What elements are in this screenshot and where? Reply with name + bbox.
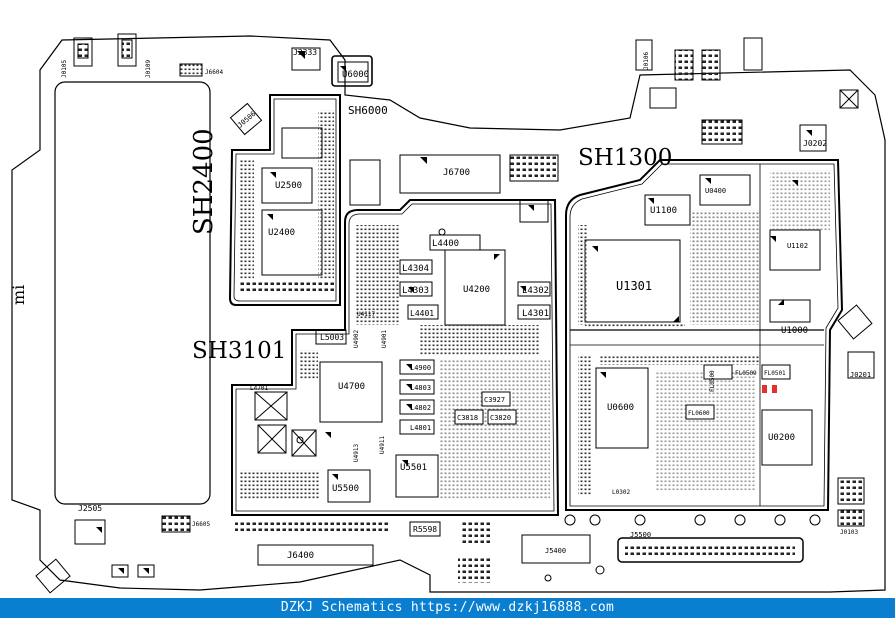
label-fl0509: FL0509 — [735, 370, 757, 377]
label-u5501: U5501 — [400, 463, 427, 473]
chip-u4700 — [319, 361, 383, 423]
chip-u2400 — [261, 209, 323, 276]
label-j2505: J2505 — [78, 504, 102, 513]
label-j6604: J6604 — [205, 69, 223, 76]
label-u1100: U1100 — [650, 206, 677, 216]
label-u6000: U6000 — [342, 70, 369, 80]
label-u0200: U0200 — [768, 433, 795, 443]
label-j0202: J0202 — [803, 139, 827, 148]
label-u1102: U1102 — [787, 242, 808, 250]
label-c3927: C3927 — [484, 396, 505, 404]
label-j0201: J0201 — [850, 371, 871, 379]
shield-label-sh6000: SH6000 — [348, 104, 388, 117]
chip-u6000 — [337, 61, 369, 83]
label-j0106: J0106 — [643, 52, 650, 70]
label-l4900: L4900 — [410, 364, 431, 372]
label-l4304: L4304 — [402, 264, 429, 274]
label-l4301: L4301 — [522, 309, 549, 319]
label-j5500: J5500 — [630, 531, 651, 539]
component-labels: U6000 J2333 J6604 J0105 J0109 J6700 U250… — [61, 48, 871, 561]
display-cutout — [54, 81, 211, 505]
label-l4303: L4303 — [402, 286, 429, 296]
chip-u5500 — [327, 469, 371, 503]
connector-j6400 — [257, 544, 374, 566]
label-j0109: J0109 — [145, 60, 152, 78]
chip-u0400 — [699, 174, 751, 206]
pcb-board-diagram: SH2400 SH1300 SH3101 SH6000 mi U6000 J23… — [9, 33, 886, 594]
label-l4401: L4401 — [410, 309, 434, 318]
label-j0103: J0103 — [840, 529, 858, 536]
connector-j5500 — [617, 537, 804, 563]
shield-label-group: SH2400 SH1300 SH3101 SH6000 — [189, 104, 672, 364]
label-l5003: L5003 — [320, 333, 344, 342]
screw-holes — [296, 228, 821, 582]
label-l4803: L4803 — [410, 384, 431, 392]
label-r5598: R5598 — [413, 525, 437, 534]
chip-u0600 — [595, 367, 649, 449]
label-c3820: C3820 — [490, 414, 511, 422]
label-u2400: U2400 — [268, 228, 295, 238]
shield-label-sh1300: SH1300 — [578, 145, 672, 171]
shield-sh3101 — [231, 199, 560, 516]
label-u5500: U5500 — [332, 484, 359, 494]
label-u4117: U4117 — [357, 311, 375, 318]
label-fl0600: FL0600 — [688, 410, 710, 417]
label-j0105: J0105 — [61, 60, 68, 78]
label-u4902: U4902 — [353, 330, 360, 348]
label-c3818: C3818 — [457, 414, 478, 422]
pin1-markers — [96, 51, 812, 574]
board-outline — [11, 35, 886, 593]
shield-sh1300 — [565, 159, 844, 511]
label-u0400: U0400 — [705, 187, 726, 195]
label-j2333: J2333 — [293, 48, 317, 57]
brand-logo: mi — [9, 285, 28, 305]
label-u1000: U1000 — [781, 326, 808, 336]
connector-j5400 — [521, 534, 591, 564]
cross-boxes — [254, 89, 859, 457]
label-u2500: U2500 — [275, 181, 302, 191]
label-j6605: J6605 — [192, 521, 210, 528]
label-u4200: U4200 — [463, 285, 490, 295]
label-l0302: L0302 — [612, 489, 630, 496]
watermark-footer: DZKJ Schematics https://www.dzkj16888.co… — [0, 598, 895, 618]
label-j5400: J5400 — [545, 547, 566, 555]
shield-sh6000 — [331, 55, 373, 87]
chip-u5501 — [395, 454, 439, 498]
label-u1301: U1301 — [616, 279, 652, 293]
label-u4913: U4913 — [353, 444, 360, 462]
label-u4700: U4700 — [338, 382, 365, 392]
label-l4802: L4802 — [410, 404, 431, 412]
shield-sh2400 — [228, 94, 341, 306]
label-l4302: L4302 — [522, 286, 549, 296]
label-u0600: U0600 — [607, 403, 634, 413]
top-connectors — [73, 33, 875, 527]
chip-u1000 — [769, 299, 811, 323]
label-l4801: L4801 — [410, 424, 431, 432]
label-u4901: U4901 — [381, 330, 388, 348]
resistor-r5598 — [409, 521, 441, 537]
label-u4911: U4911 — [379, 436, 386, 454]
label-l4400: L4400 — [432, 239, 459, 249]
shield-label-sh3101: SH3101 — [192, 338, 286, 364]
shield-label-sh2400: SH2400 — [189, 128, 219, 235]
label-l4701: L4701 — [250, 385, 268, 392]
chip-j2333 — [291, 47, 321, 71]
label-j6700: J6700 — [443, 168, 470, 178]
chip-u0200 — [761, 409, 813, 466]
chip-j6700 — [399, 154, 501, 194]
chip-u2500 — [261, 167, 313, 204]
label-fl0500: FL0500 — [709, 370, 716, 392]
chip-u1102 — [769, 229, 821, 271]
label-j6400: J6400 — [287, 551, 314, 561]
label-fl0501: FL0501 — [764, 370, 786, 377]
